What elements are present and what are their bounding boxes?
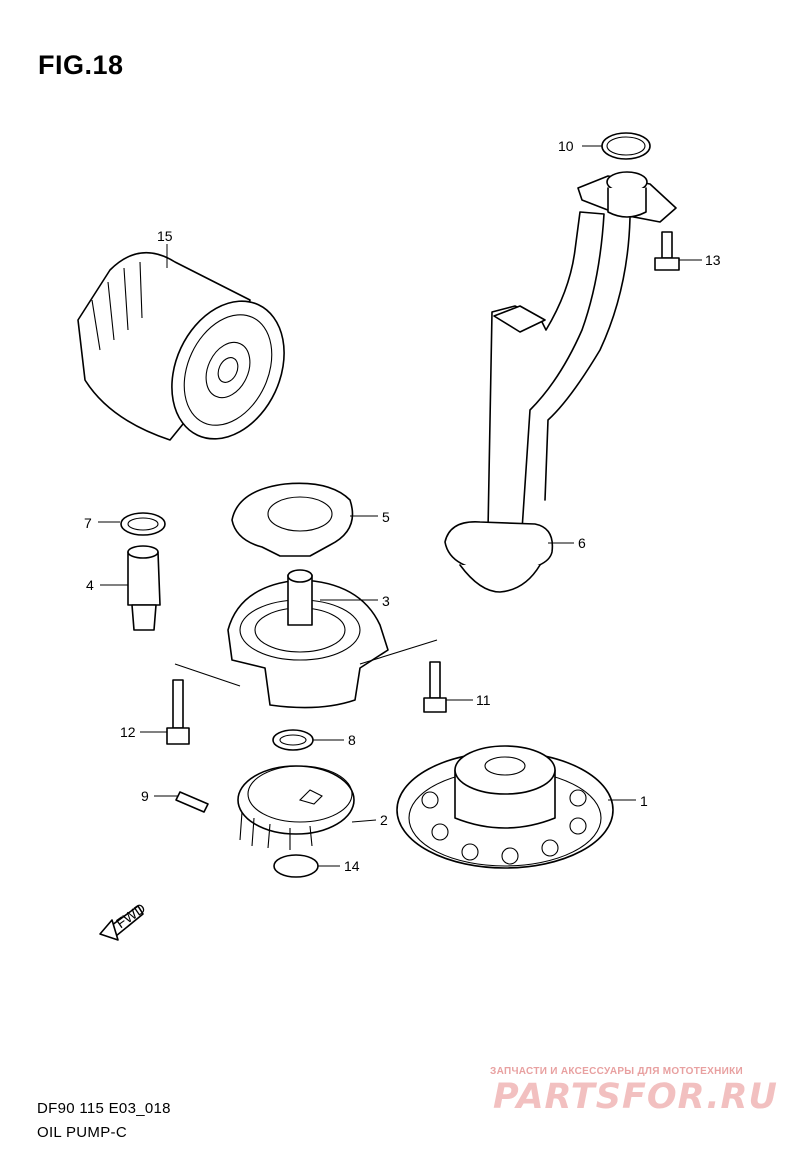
diagram-name: OIL PUMP-C <box>37 1124 127 1141</box>
callout-3: 3 <box>382 593 390 609</box>
callout-15: 15 <box>157 228 173 244</box>
washer-part <box>120 512 166 536</box>
callout-11: 11 <box>476 692 491 708</box>
figure-title: FIG.18 <box>38 50 124 80</box>
plug-part <box>127 545 161 631</box>
pin-part <box>175 791 209 813</box>
callout-7: 7 <box>84 515 92 531</box>
circlip-part <box>273 854 319 878</box>
diagram-code: DF90 115 E03_018 <box>37 1100 171 1117</box>
outer-gear-part <box>396 745 614 869</box>
bolt-11-part <box>423 661 447 713</box>
oil-pump-body-part <box>174 569 438 709</box>
inner-rotor-part <box>237 765 355 850</box>
gasket-part <box>231 482 354 557</box>
fwd-label: FWD <box>113 900 148 931</box>
oil-strainer-part <box>444 171 677 593</box>
callout-6: 6 <box>578 535 586 551</box>
watermark-caption: ЗАПЧАСТИ И АКСЕССУАРЫ ДЛЯ МОТОТЕХНИКИ <box>490 1066 743 1077</box>
oil-filter-part <box>77 251 285 441</box>
bolt-12-part <box>166 679 190 745</box>
callout-8: 8 <box>348 732 356 748</box>
callout-10: 10 <box>558 138 574 154</box>
washer-8-part <box>272 729 314 751</box>
callout-1: 1 <box>640 793 648 809</box>
callout-14: 14 <box>344 858 360 874</box>
callout-13: 13 <box>705 252 721 268</box>
fwd-arrow-icon <box>99 905 144 941</box>
bolt-13-part <box>654 231 680 271</box>
callout-4: 4 <box>86 577 94 593</box>
callout-5: 5 <box>382 509 390 525</box>
watermark-logo: PARTSFOR.RU <box>493 1077 778 1117</box>
callout-12: 12 <box>120 724 136 740</box>
callout-9: 9 <box>141 788 149 804</box>
callout-2: 2 <box>380 812 388 828</box>
